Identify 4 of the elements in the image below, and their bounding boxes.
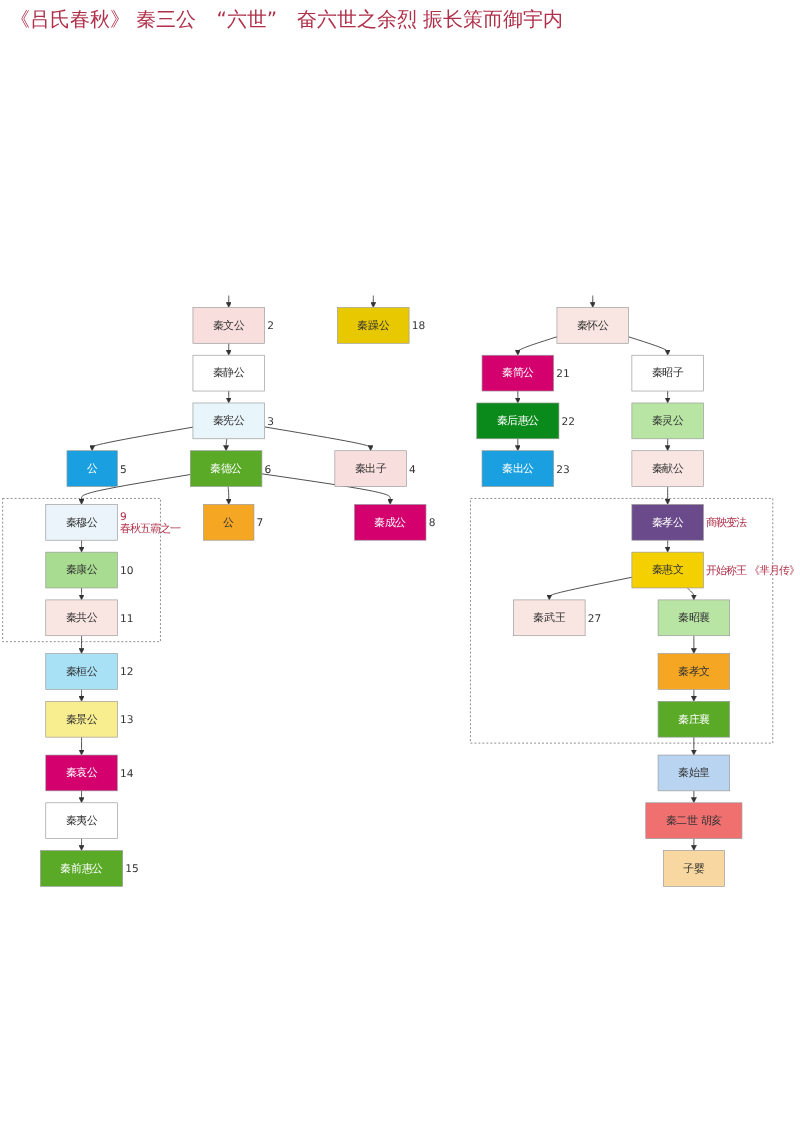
note-text: 奋六世之余烈 振长策而御宇内 <box>297 7 564 34</box>
note-text: 《吕氏春秋》 秦三公 <box>10 7 197 34</box>
cluster <box>2 498 161 642</box>
note-text: “六世” <box>216 7 278 34</box>
